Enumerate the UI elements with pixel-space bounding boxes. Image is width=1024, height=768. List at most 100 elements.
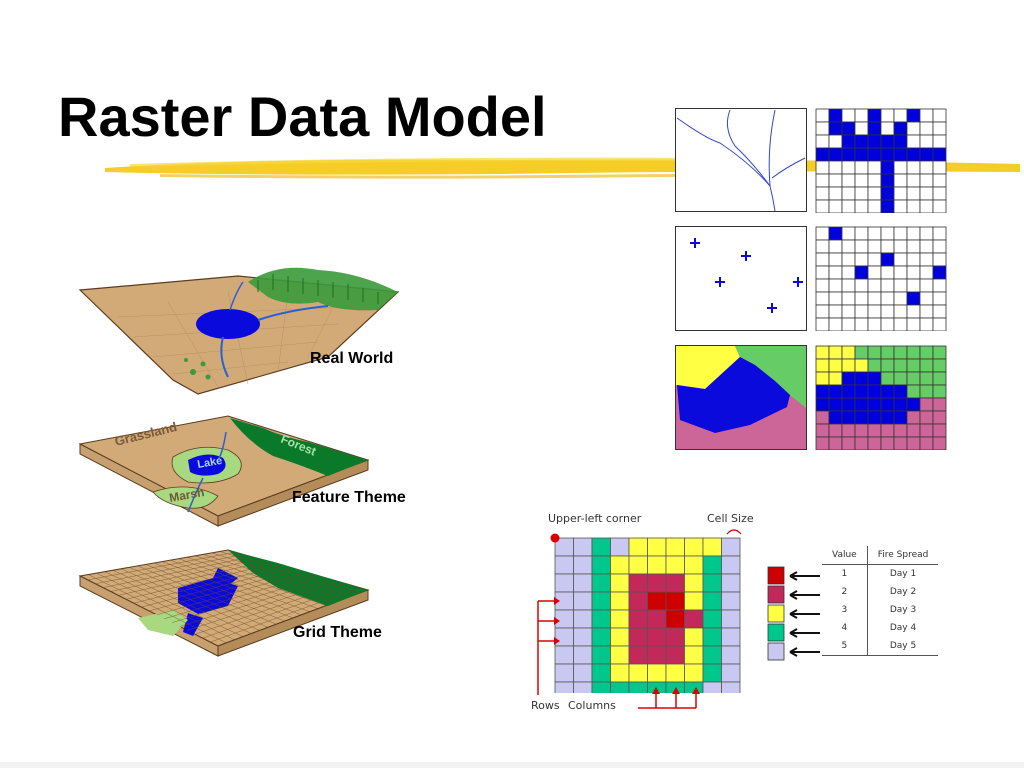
grid-cell (841, 317, 856, 331)
grid-cell (854, 134, 869, 149)
legend-swatch (767, 566, 785, 585)
grid-cell (815, 291, 830, 306)
fire-cell (573, 681, 593, 693)
grid-cell (828, 304, 843, 319)
grid-cell (841, 265, 856, 280)
fire-cell (721, 573, 741, 593)
grid-cell (815, 371, 830, 386)
grid-cell (906, 265, 921, 280)
grid-cell (906, 410, 921, 425)
grid-cell (880, 199, 895, 213)
fire-cell (665, 555, 685, 575)
grid-cell (841, 252, 856, 267)
grid-cell (919, 384, 934, 399)
legend-day: Day 3 (889, 605, 917, 615)
grid-cell (867, 358, 882, 373)
grid-cell (906, 345, 921, 360)
grid-cell (919, 291, 934, 306)
fire-cell (647, 537, 667, 557)
fire-cell (721, 627, 741, 647)
fire-cell (591, 627, 611, 647)
grid-cell (932, 291, 947, 306)
grid-cell (893, 423, 908, 438)
fire-cell (665, 591, 685, 611)
fire-cell (610, 537, 630, 557)
fire-cell (721, 645, 741, 665)
grid-cell (867, 121, 882, 136)
grid-cell (906, 423, 921, 438)
legend-swatch (767, 642, 785, 661)
grid-cell (906, 173, 921, 188)
grid-cell (906, 252, 921, 267)
grid-cell (906, 371, 921, 386)
grid-cell (932, 199, 947, 213)
legend-swatch (767, 623, 785, 642)
grid-cell (919, 423, 934, 438)
grid-theme-label: Grid Theme (293, 624, 382, 641)
grid-cell (906, 436, 921, 450)
grid-cell (893, 291, 908, 306)
grid-cell (919, 173, 934, 188)
fire-cell (628, 627, 648, 647)
grid-line (211, 552, 352, 597)
grid-cell (880, 265, 895, 280)
grid-cell (932, 239, 947, 254)
grid-cell (880, 252, 895, 267)
fire-cell (610, 573, 630, 593)
grid-cell (867, 134, 882, 149)
fire-cell (591, 573, 611, 593)
grid-cell (828, 239, 843, 254)
grid-cell (854, 371, 869, 386)
columns-arrows (638, 687, 700, 709)
grid-cell (854, 384, 869, 399)
grid-cell (828, 436, 843, 450)
grid-cell (841, 173, 856, 188)
fire-cell (610, 627, 630, 647)
grid-cell (919, 108, 934, 123)
fire-cell (702, 573, 722, 593)
grid-cell (854, 239, 869, 254)
grid-cell (815, 423, 830, 438)
rows-label: Rows (531, 699, 560, 712)
fire-spread-header: Fire Spread (867, 546, 939, 565)
grid-cell (880, 108, 895, 123)
grid-cell (815, 147, 830, 162)
real-world-illustration (78, 267, 400, 395)
grid-cell (893, 384, 908, 399)
grid-cell (880, 134, 895, 149)
grid-line (219, 551, 360, 594)
fire-cell (591, 537, 611, 557)
grid-cell (828, 173, 843, 188)
grid-cell (880, 147, 895, 162)
fire-cell (665, 663, 685, 683)
fire-cell (647, 663, 667, 683)
grid-cell (880, 291, 895, 306)
grid-cell (932, 173, 947, 188)
grid-cell (828, 423, 843, 438)
rows-arrows (537, 597, 560, 695)
grid-cell (828, 186, 843, 201)
grid-cell (841, 371, 856, 386)
fire-cell (684, 591, 704, 611)
feature-theme-illustration: Grassland Lake Forest Marsh (78, 415, 370, 527)
feature-theme-label: Feature Theme (292, 489, 406, 506)
grid-cell (906, 134, 921, 149)
legend-day: Day 2 (889, 587, 917, 597)
grid-cell (841, 226, 856, 241)
grid-cell (893, 239, 908, 254)
grid-cell (867, 173, 882, 188)
grid-cell (906, 199, 921, 213)
grid-cell (815, 121, 830, 136)
legend-swatch (767, 585, 785, 604)
grid-cell (815, 186, 830, 201)
grid-cell (854, 317, 869, 331)
grid-cell (893, 226, 908, 241)
cell-size-marker (726, 529, 742, 535)
fire-cell (647, 573, 667, 593)
fire-cell (628, 573, 648, 593)
grid-cell (815, 108, 830, 123)
grid-cell (906, 317, 921, 331)
grid-cell (828, 384, 843, 399)
grid-cell (932, 371, 947, 386)
grid-cell (919, 199, 934, 213)
